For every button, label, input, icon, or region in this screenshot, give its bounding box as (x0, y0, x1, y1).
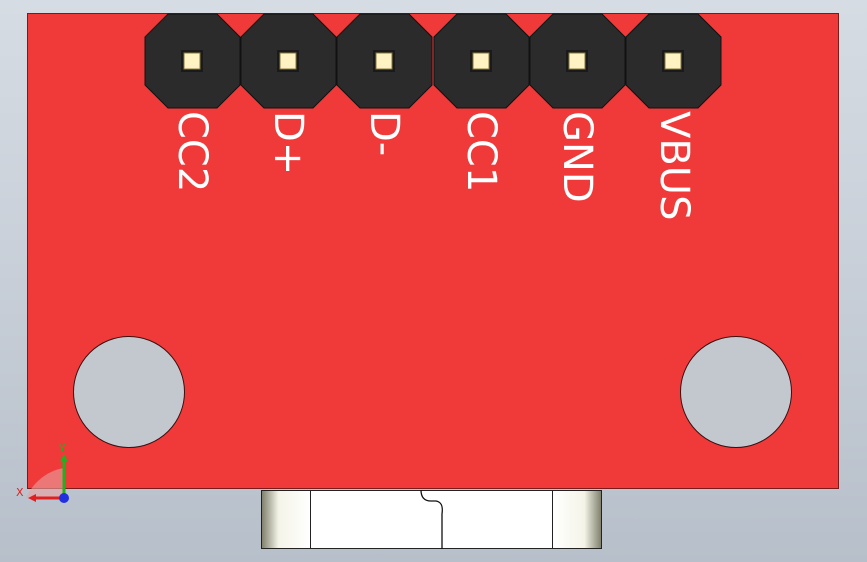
usb-c-connector[interactable] (261, 489, 602, 549)
pin-label-gnd: GND (554, 111, 600, 203)
header-pin-1[interactable] (144, 13, 241, 109)
header-pin-5[interactable] (529, 13, 626, 109)
axis-triad: X Y (14, 440, 74, 506)
header-pin-2[interactable] (240, 13, 337, 109)
pin-label-cc1: CC1 (458, 111, 504, 193)
pin-label-dplus: D+ (265, 111, 311, 176)
axis-y-label: Y (59, 442, 66, 455)
header-pin-3[interactable] (336, 13, 433, 109)
pin-label-cc2: CC2 (169, 111, 215, 193)
header-pin-6[interactable] (625, 13, 722, 109)
header-pin-4[interactable] (433, 13, 530, 109)
pin-label-vbus: VBUS (651, 111, 697, 221)
pin-label-dminus: D- (361, 111, 407, 157)
axis-x-label: X (16, 486, 24, 499)
mounting-hole-right (680, 336, 792, 448)
mounting-hole-left (73, 336, 185, 448)
